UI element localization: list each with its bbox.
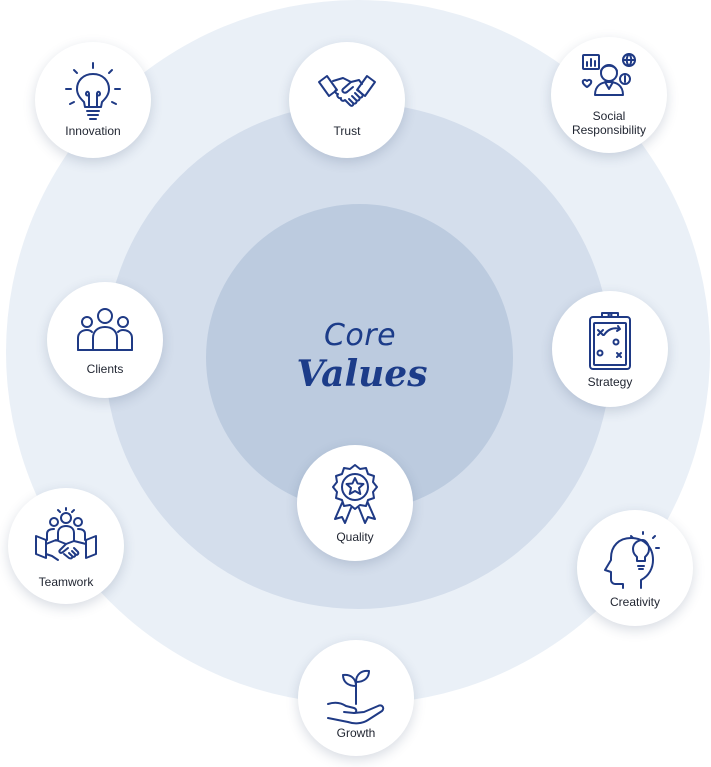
value-node-strategy: Strategy [552, 291, 668, 407]
value-label: Social Responsibility [571, 109, 647, 137]
value-label: Teamwork [38, 575, 94, 589]
value-node-teamwork: Teamwork [8, 488, 124, 604]
handshake-icon [318, 75, 376, 107]
value-label: Innovation [65, 124, 121, 138]
value-label: Trust [333, 124, 361, 138]
value-node-quality: Quality [297, 445, 413, 561]
value-node-innovation: Innovation [35, 42, 151, 158]
value-label: Clients [86, 362, 124, 376]
core-values-title: Core Values [260, 318, 460, 394]
clipboard-plan-icon [589, 312, 631, 370]
value-label: Quality [336, 530, 374, 544]
value-node-creativity: Creativity [577, 510, 693, 626]
value-node-social-responsibility: Social Responsibility [551, 37, 667, 153]
award-badge-icon [332, 464, 378, 524]
value-node-growth: Growth [298, 640, 414, 756]
people-group-icon [77, 308, 133, 351]
lightbulb-icon [65, 62, 121, 120]
team-handshake-icon [35, 507, 97, 561]
title-line-values: Values [296, 353, 428, 395]
value-label: Growth [336, 726, 376, 740]
value-label: Creativity [609, 595, 660, 609]
value-node-clients: Clients [47, 282, 163, 398]
value-label: Strategy [587, 375, 633, 389]
title-line-core: Core [323, 318, 397, 353]
hand-sprout-icon [327, 669, 385, 725]
person-globe-icon [581, 53, 636, 96]
value-node-trust: Trust [289, 42, 405, 158]
head-idea-icon [604, 531, 660, 589]
